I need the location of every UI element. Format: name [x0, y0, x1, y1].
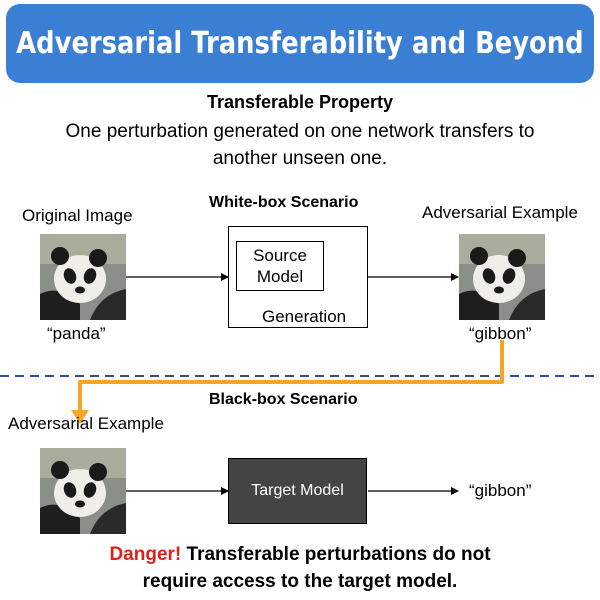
- danger-word: Danger!: [109, 544, 182, 565]
- source-model-box: Source Model: [236, 241, 324, 291]
- source-model-line-1: Source: [253, 246, 307, 265]
- property-line-1: One perturbation generated on one networ…: [65, 121, 535, 142]
- target-model-box: Target Model: [228, 458, 367, 524]
- property-heading: Transferable Property: [206, 92, 394, 112]
- adversarial-panda-image: [459, 234, 545, 320]
- panda-icon: [40, 234, 126, 320]
- black-box-label: Black-box Scenario: [209, 391, 358, 408]
- footer-line-2: require access to the target model.: [142, 571, 458, 592]
- footer-line-1: Danger! Transferable perturbations do no…: [0, 541, 600, 568]
- adversarial-caption: “gibbon”: [469, 324, 532, 343]
- generation-label: Generation: [262, 307, 347, 326]
- panda-icon: [40, 448, 126, 534]
- original-caption: “panda”: [47, 324, 106, 343]
- transfer-arrow-head: [71, 410, 89, 424]
- footer-line-1-rest: Transferable perturbations do not: [181, 544, 491, 565]
- adversarial-example-label: Adversarial Example: [422, 203, 578, 222]
- white-box-label: White-box Scenario: [209, 194, 359, 211]
- transfer-arrow: [78, 340, 504, 412]
- black-box-adversarial-label: Adversarial Example: [8, 414, 164, 433]
- black-box-panda-image: [40, 448, 126, 534]
- title-banner: Adversarial Transferability and Beyond: [6, 4, 594, 83]
- target-model-label: Target Model: [251, 482, 344, 499]
- property-line-2: another unseen one.: [212, 148, 388, 169]
- black-box-output-caption: “gibbon”: [469, 481, 532, 500]
- original-panda-image: [40, 234, 126, 320]
- original-image-label: Original Image: [22, 206, 133, 225]
- panda-icon: [459, 234, 545, 320]
- source-model-line-2: Model: [256, 267, 304, 286]
- page-title: Adversarial Transferability and Beyond: [16, 26, 584, 61]
